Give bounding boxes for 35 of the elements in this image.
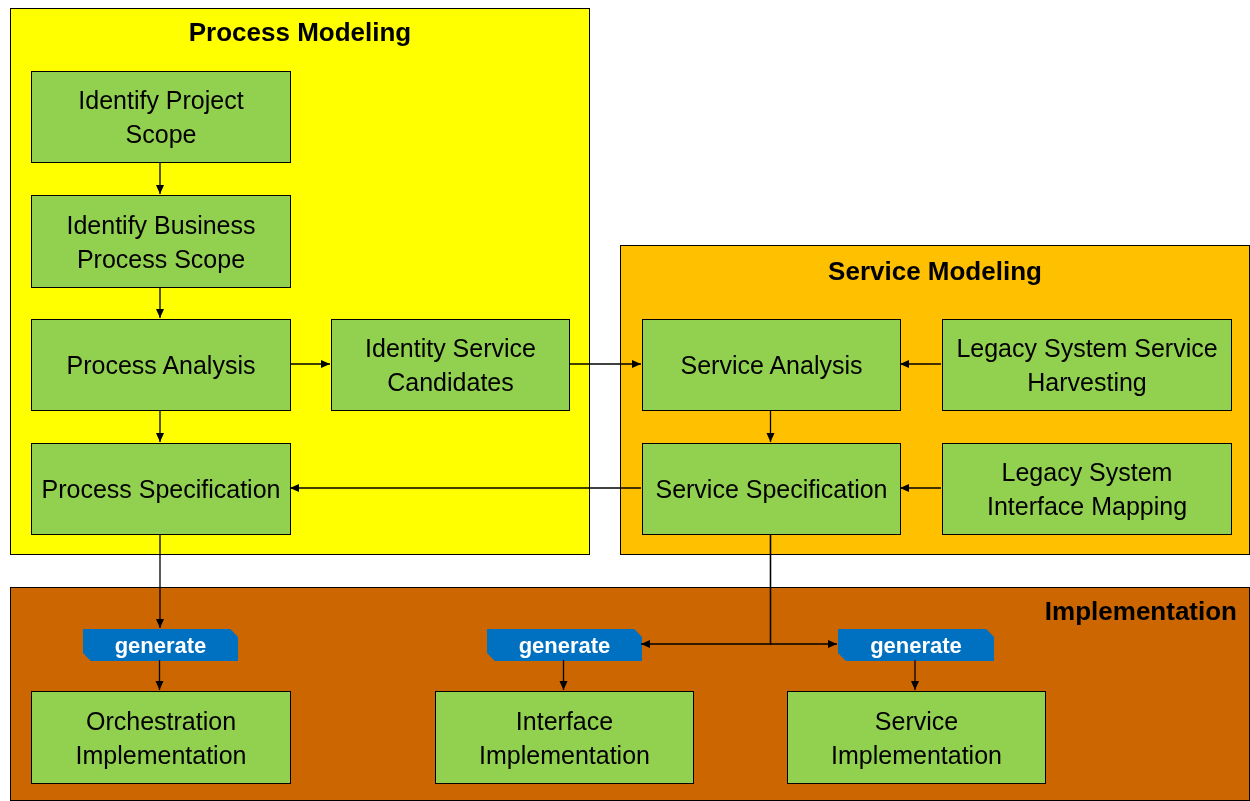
process-step-box: Interface Implementation bbox=[435, 691, 694, 784]
process-step-box: Identify Business Process Scope bbox=[31, 195, 291, 288]
arrow bbox=[766, 409, 775, 443]
process-step-box: Service Implementation bbox=[787, 691, 1046, 784]
generate-tag: generate bbox=[838, 629, 994, 661]
process-step-box: Orchestration Implementation bbox=[31, 691, 291, 784]
arrow bbox=[156, 533, 164, 629]
process-step-box: Legacy System Interface Mapping bbox=[942, 443, 1232, 535]
process-step-box: Process Specification bbox=[31, 443, 291, 535]
process-step-box: Process Analysis bbox=[31, 319, 291, 411]
process-step-box: Identify Project Scope bbox=[31, 71, 291, 163]
arrow bbox=[156, 409, 164, 443]
arrow bbox=[899, 360, 942, 368]
arrow bbox=[559, 659, 568, 691]
implementation-panel bbox=[10, 587, 1250, 801]
generate-tag: generate bbox=[487, 629, 642, 661]
arrow bbox=[568, 360, 642, 368]
arrow bbox=[289, 484, 642, 492]
arrow bbox=[911, 659, 919, 691]
generate-tag: generate bbox=[83, 629, 238, 661]
arrow bbox=[156, 286, 164, 319]
arrow bbox=[899, 484, 942, 492]
panel-title: Implementation bbox=[1044, 596, 1237, 626]
arrow bbox=[289, 360, 331, 368]
process-step-box: Service Analysis bbox=[642, 319, 901, 411]
process-step-box: Legacy System Service Harvesting bbox=[942, 319, 1232, 411]
arrow bbox=[155, 659, 164, 691]
arrow bbox=[769, 533, 838, 648]
process-modeling-panel bbox=[10, 8, 590, 555]
panel-title: Process Modeling bbox=[188, 17, 412, 47]
panel-title: Service Modeling bbox=[828, 256, 1042, 286]
service-modeling-panel bbox=[620, 245, 1250, 555]
process-step-box: Identity Service Candidates bbox=[331, 319, 570, 411]
arrow bbox=[156, 161, 164, 195]
process-step-box: Service Specification bbox=[642, 443, 901, 535]
